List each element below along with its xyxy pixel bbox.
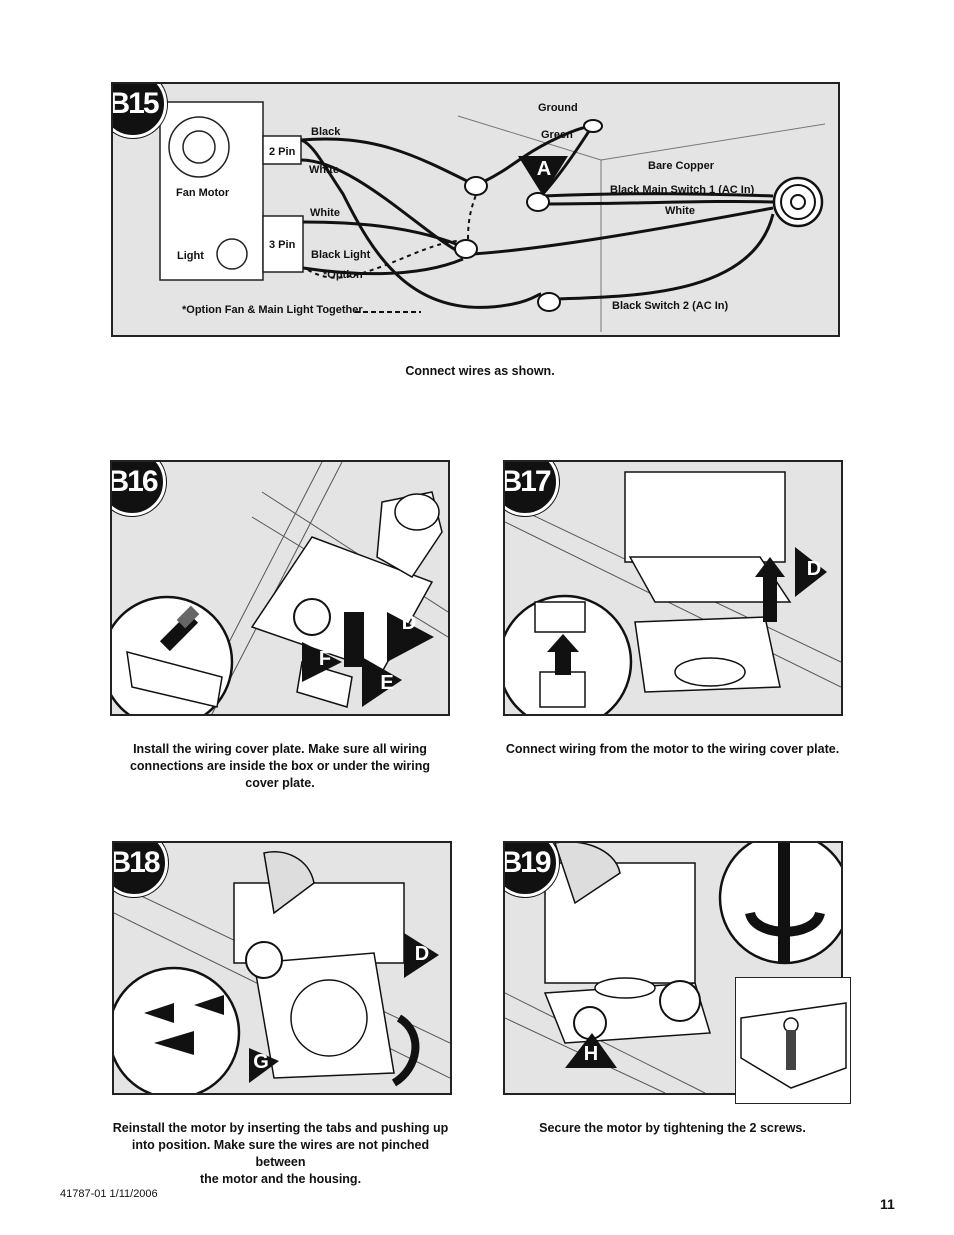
b19-caption: Secure the motor by tightening the 2 scr… <box>539 1121 806 1135</box>
label-switch-2: Black Switch 2 (AC In) <box>612 300 729 312</box>
label-ground: Ground <box>538 102 578 114</box>
label-bare-copper: Bare Copper <box>648 160 715 172</box>
b18-illustration <box>114 851 450 1093</box>
b18-caption: Reinstall the motor by inserting the tab… <box>108 1120 453 1188</box>
label-white-2: White <box>310 207 340 219</box>
b15-wiring-panel: B15 Fan Motor Light 2 Pin 3 Pin Black Wh… <box>111 82 840 337</box>
label-green: Green <box>541 129 573 141</box>
label-white: White <box>309 164 339 176</box>
b19-detail-drawing <box>740 1002 847 1089</box>
b18-caption-line1: Reinstall the motor by inserting the tab… <box>112 1121 449 1135</box>
b16-caption-line2: connections are inside the box or under … <box>129 759 431 773</box>
b17-caption: Connect wiring from the motor to the wir… <box>505 742 840 756</box>
b17-panel: B17 D <box>503 460 843 716</box>
b15-caption: Connect wires as shown. <box>405 364 555 378</box>
b15-wiring-diagram <box>159 101 826 332</box>
marker-d: D <box>401 612 417 634</box>
label-black-light: Black Light <box>311 249 371 261</box>
page-number: 11 <box>880 1196 895 1212</box>
label-white-3: White <box>665 205 695 217</box>
marker-h: H <box>583 1043 599 1065</box>
label-3-pin: 3 Pin <box>269 239 296 251</box>
b16-caption-line1: Install the wiring cover plate. Make sur… <box>133 742 427 756</box>
b16-illustration <box>112 462 448 714</box>
b16-caption-line3: cover plate. <box>245 776 315 790</box>
b16-caption: Install the wiring cover plate. Make sur… <box>125 741 435 792</box>
label-fan-motor: Fan Motor <box>176 187 230 199</box>
marker-d: D <box>806 558 822 580</box>
b16-panel: B16 D E F <box>110 460 450 716</box>
label-option-note: *Option Fan & Main Light Together <box>182 304 363 316</box>
b19-detail-inset <box>735 977 851 1104</box>
label-2-pin: 2 Pin <box>269 146 296 158</box>
b18-caption-line3: the motor and the housing. <box>199 1172 362 1186</box>
b17-illustration <box>505 471 841 714</box>
b18-panel: B18 D G <box>112 841 452 1095</box>
label-light: Light <box>177 250 204 262</box>
marker-a: A <box>536 158 552 180</box>
label-black: Black <box>311 126 341 138</box>
label-main-switch: Black Main Switch 1 (AC In) <box>610 184 755 196</box>
marker-d: D <box>414 943 430 965</box>
marker-e: E <box>380 672 394 694</box>
marker-g: G <box>253 1051 269 1073</box>
doc-id: 41787-01 1/11/2006 <box>60 1188 158 1200</box>
b18-caption-line2: into position. Make sure the wires are n… <box>131 1138 430 1169</box>
b19-illustration <box>505 843 841 1093</box>
label-option: *Option <box>323 269 363 281</box>
marker-f: F <box>318 648 332 670</box>
